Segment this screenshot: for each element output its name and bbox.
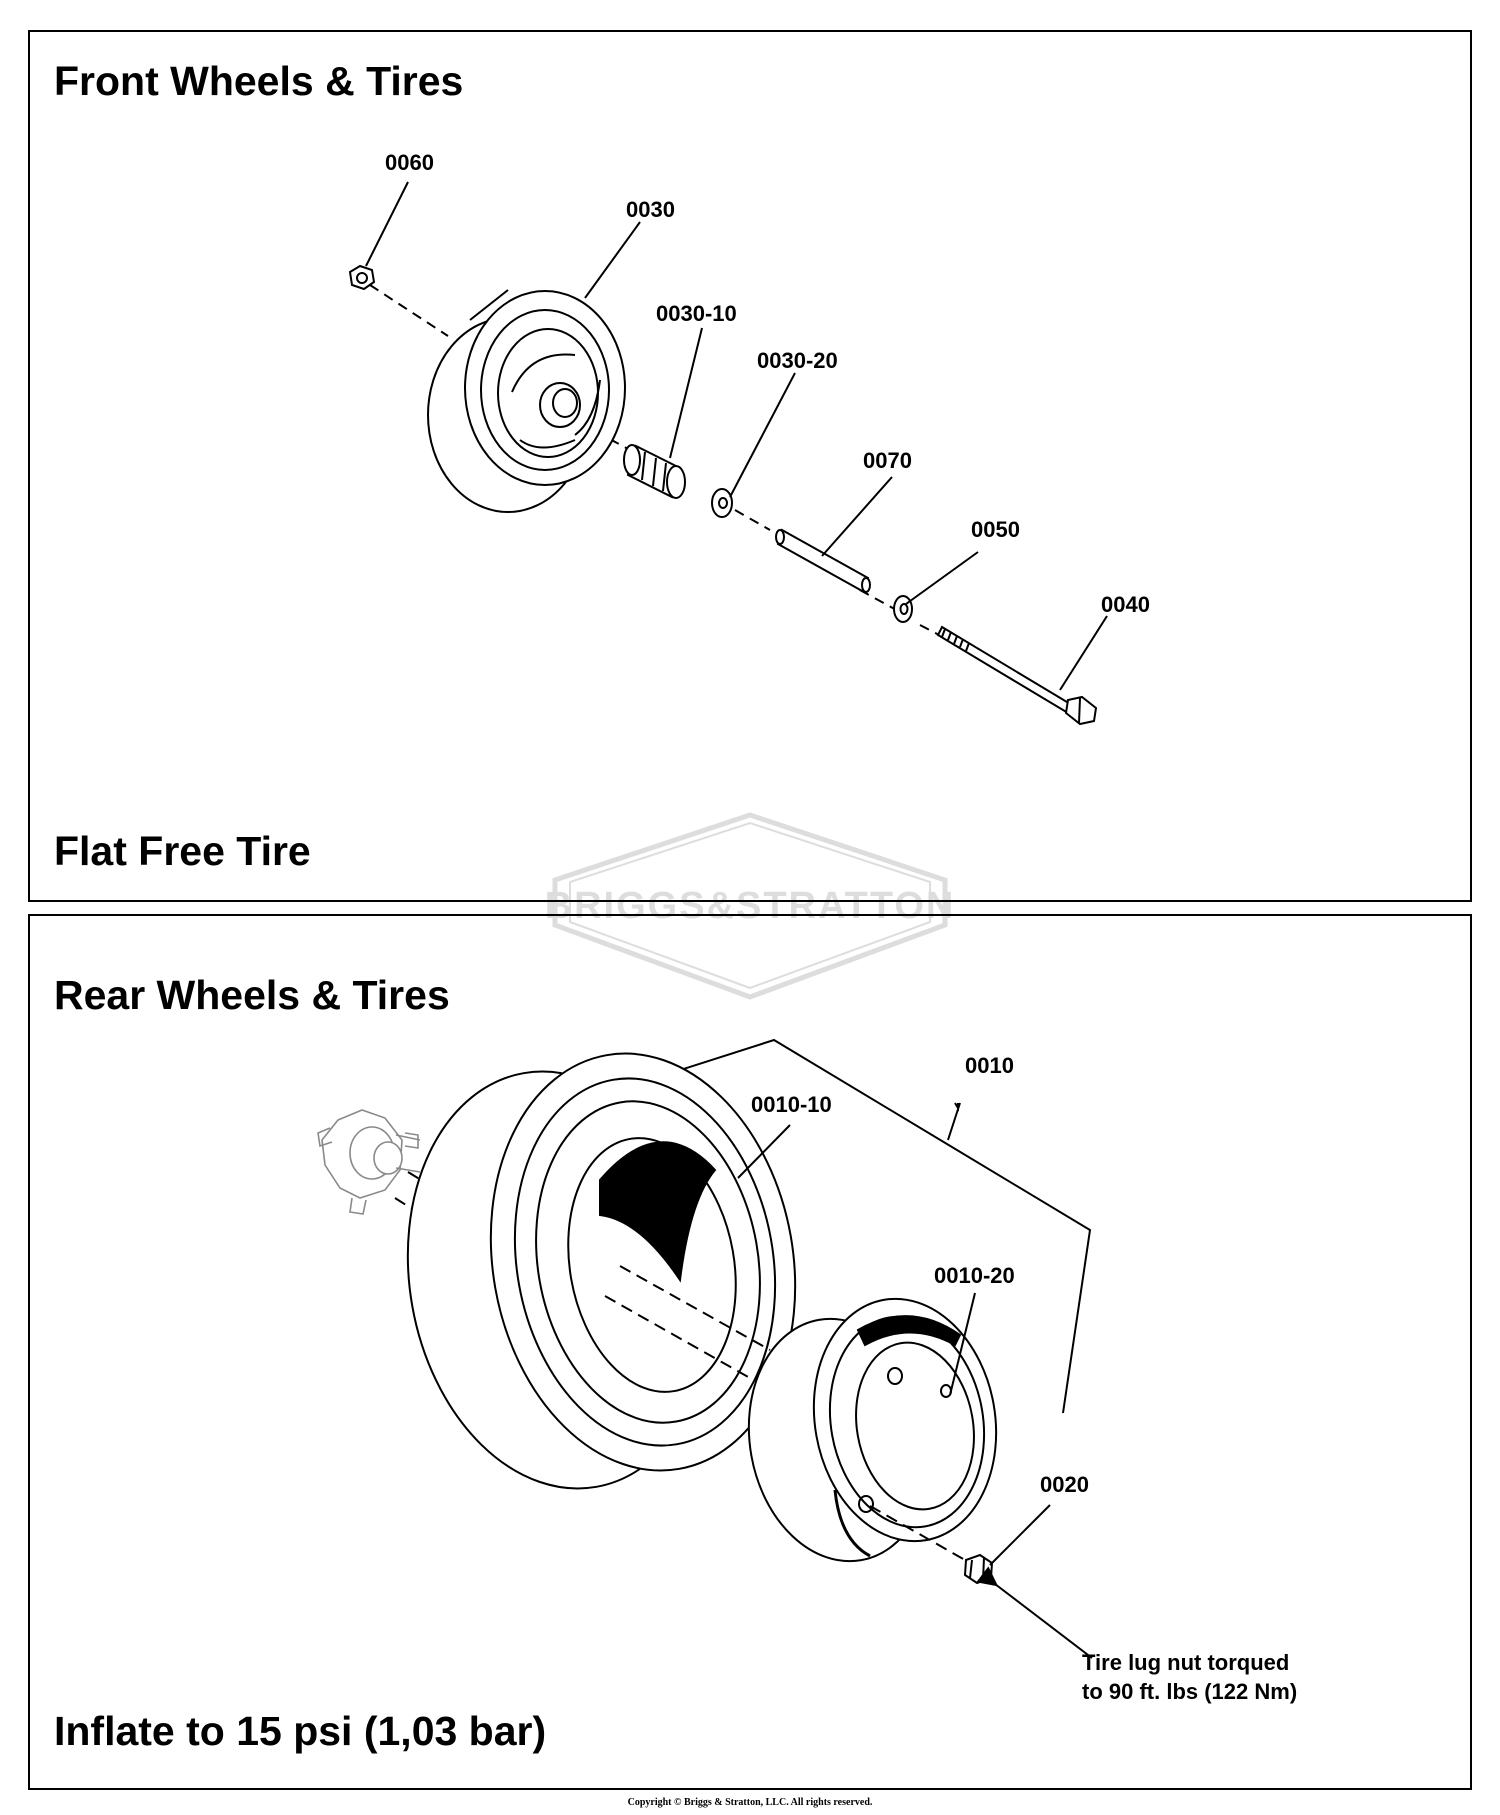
callout-0010-10: 0010-10 xyxy=(751,1092,832,1117)
callout-0030-20: 0030-20 xyxy=(757,348,838,373)
copyright-footer: Copyright © Briggs & Stratton, LLC. All … xyxy=(627,1797,873,1808)
tire-0010-10 xyxy=(406,1052,797,1490)
callout-0070: 0070 xyxy=(863,448,912,473)
flat-free-tire-note: Flat Free Tire xyxy=(54,828,311,874)
torque-note-line-2: to 90 ft. lbs (122 Nm) xyxy=(1082,1679,1297,1704)
lug-nut-0020 xyxy=(963,1553,994,1585)
wheel-hub xyxy=(317,1109,421,1215)
washer-0050 xyxy=(893,595,913,623)
watermark-text: BRIGGS&STRATTON xyxy=(545,885,956,927)
bearing-0030-10 xyxy=(623,444,686,499)
front-section-title: Front Wheels & Tires xyxy=(54,58,464,104)
callout-0040: 0040 xyxy=(1101,592,1150,617)
rear-section-title: Rear Wheels & Tires xyxy=(54,972,450,1018)
callout-0030: 0030 xyxy=(626,197,675,222)
bolt-0040 xyxy=(936,625,1098,726)
nut-0060 xyxy=(348,264,376,291)
rear-wheels-panel: Rear Wheels & Tires Inflate to 15 psi (1… xyxy=(28,914,1472,1790)
callout-0060: 0060 xyxy=(385,150,434,175)
front-wheels-panel: Front Wheels & Tires Flat Free Tire xyxy=(28,30,1472,902)
spacer-tube-0070 xyxy=(775,528,871,594)
torque-note-line-1: Tire lug nut torqued xyxy=(1082,1650,1289,1675)
brand-watermark: BRIGGS&STRATTON xyxy=(545,812,956,1000)
callout-0010-20: 0010-20 xyxy=(934,1263,1015,1288)
inflate-pressure-note: Inflate to 15 psi (1,03 bar) xyxy=(54,1708,547,1754)
callout-0050: 0050 xyxy=(971,517,1020,542)
rim-0010-20 xyxy=(747,1297,998,1563)
callout-0010: 0010 xyxy=(965,1053,1014,1078)
washer-0030-20 xyxy=(711,488,733,518)
wheel-0030 xyxy=(427,289,626,513)
callout-0030-10: 0030-10 xyxy=(656,301,737,326)
callout-0020: 0020 xyxy=(1040,1472,1089,1497)
